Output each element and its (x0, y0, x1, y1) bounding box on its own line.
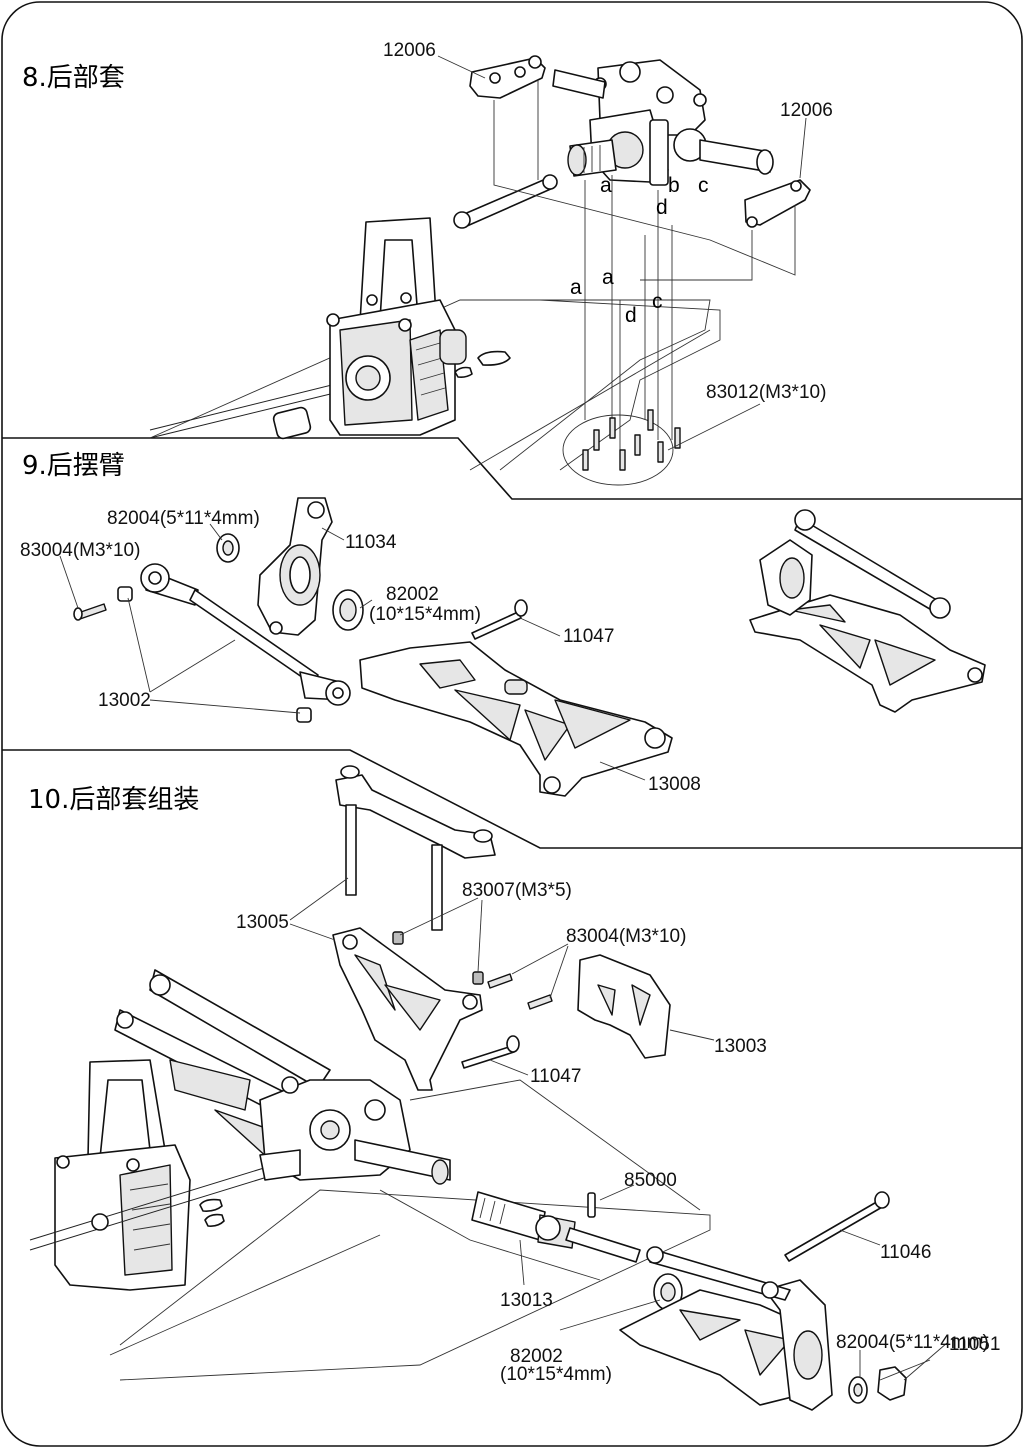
letter-c-plate: c (652, 290, 663, 313)
body-post-13005 (335, 765, 496, 931)
rear-arm-13008 (359, 641, 673, 797)
chassis-plate-10 (109, 1189, 711, 1381)
section-9-title: 9.后摆臂 (22, 451, 125, 481)
letter-a-top: a (600, 174, 612, 197)
letter-d-top: d (656, 196, 668, 219)
label-83007: 83007(M3*5) (462, 880, 572, 901)
guide-lines-8 (493, 80, 796, 455)
letter-a-plate-2: a (602, 266, 614, 289)
bearing-82004 (216, 533, 240, 563)
label-13005: 13005 (236, 912, 289, 933)
label-13002: 13002 (98, 690, 151, 711)
letter-b-top: b (668, 174, 680, 197)
hub-carrier-11034 (257, 497, 333, 636)
label-85000: 85000 (624, 1170, 677, 1191)
shock-tower (332, 927, 483, 1091)
label-11034: 11034 (345, 532, 397, 553)
section-divider-9-10 (2, 749, 1022, 849)
wing-mount-13003 (577, 954, 671, 1059)
label-11051: 11051 (949, 1334, 1000, 1355)
letter-d-plate: d (625, 304, 637, 327)
label-11046: 11046 (880, 1242, 931, 1263)
screw-83004 (73, 603, 107, 621)
label-82002-9: 82002 (386, 584, 439, 605)
hinge-pin-11046 (784, 1191, 890, 1262)
shock-mount-12006-left (469, 55, 546, 99)
drive-shaft-8 (453, 174, 558, 229)
shock-mount-12006-right (744, 179, 811, 228)
assembled-rear-arm (749, 509, 986, 713)
label-11047-9: 11047 (563, 626, 614, 647)
label-83004-9: 83004(M3*10) (20, 540, 140, 561)
label-11047-10: 11047 (530, 1066, 581, 1087)
letter-c-top: c (698, 174, 709, 197)
label-83012: 83012(M3*10) (706, 382, 826, 403)
label-13013: 13013 (500, 1290, 553, 1311)
label-82002-10: 82002 (510, 1346, 563, 1367)
label-82004-9: 82004(5*11*4mm) (107, 508, 260, 529)
label-12006-right: 12006 (780, 100, 833, 121)
section-10-title: 10.后部套组装 (28, 785, 199, 815)
label-13008: 13008 (648, 774, 701, 795)
section-10-rear-assembly: 10.后部套组装 (28, 765, 1000, 1411)
label-12006-top: 12006 (383, 40, 436, 61)
label-82002-size-9: (10*15*4mm) (369, 604, 481, 625)
label-83004-10: 83004(M3*10) (566, 926, 686, 947)
rear-arm-section-10 (619, 1246, 833, 1411)
cvd-shaft-13013 (471, 1191, 641, 1263)
letter-a-plate-1: a (570, 276, 582, 299)
label-82002-size-10: (10*15*4mm) (500, 1364, 612, 1385)
bearing-82002 (332, 589, 364, 631)
label-13003: 13003 (714, 1036, 767, 1057)
turnbuckle-13002 (140, 563, 351, 706)
section-8-rear-housing: 8.后部套 (22, 40, 833, 486)
section-divider-8-9 (2, 437, 1022, 500)
rear-gearbox-exploded (552, 59, 774, 186)
section-9-rear-arm: 9.后摆臂 (20, 451, 986, 797)
assembled-rear-end (29, 969, 451, 1291)
gearbox-assembly-8 (326, 217, 467, 436)
label-82004-10: 82004(5*11*4mm) (836, 1332, 989, 1353)
screws-83012 (562, 409, 681, 486)
section-8-title: 8.后部套 (22, 63, 125, 93)
